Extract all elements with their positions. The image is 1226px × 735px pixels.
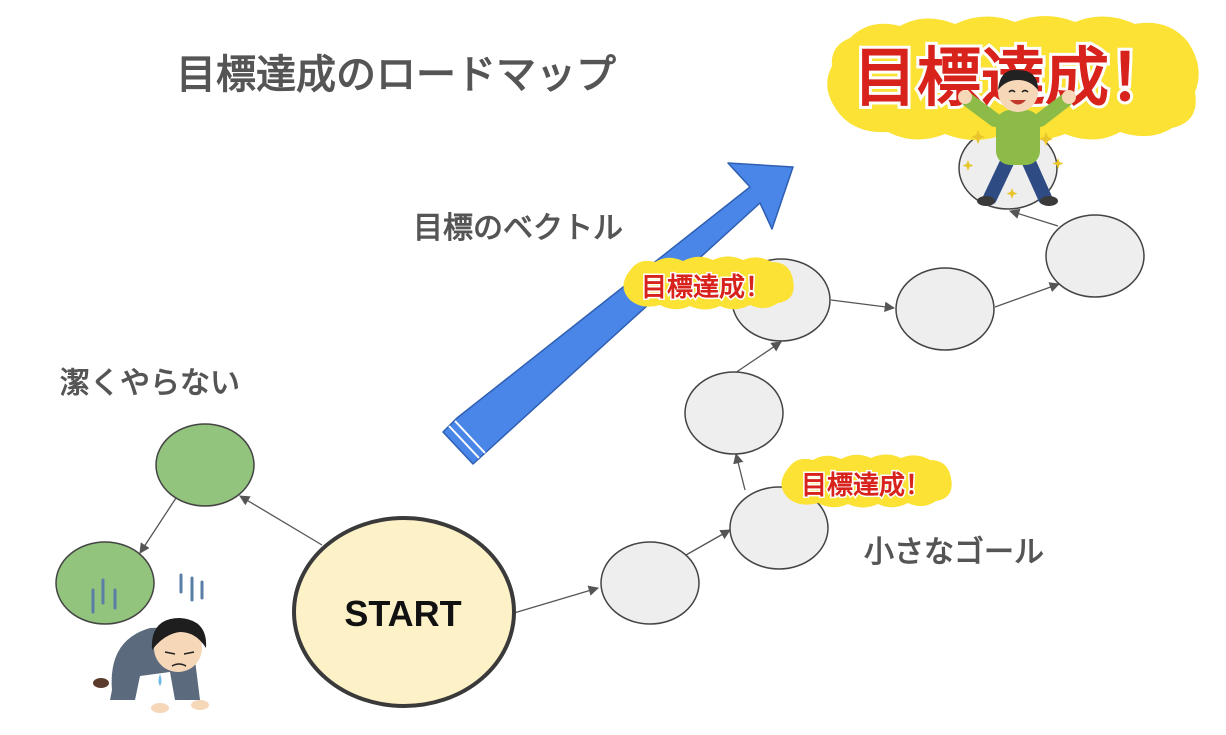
green-node-top	[155, 423, 255, 507]
arrow-green-top-to-green-bottom	[139, 497, 177, 554]
arrow-start-to-node-1	[513, 585, 599, 614]
page-title: 目標達成のロードマップ	[176, 52, 616, 98]
gloom-lines-icon	[91, 573, 204, 614]
goal-node-1	[600, 541, 700, 625]
goal-vector-arrow	[442, 162, 794, 465]
celebrating-person-illustration	[958, 69, 1076, 206]
goal-node-3	[684, 371, 784, 455]
sloppy-label: 潔くやらない	[60, 366, 240, 401]
arrow-start-to-green-top	[239, 495, 323, 546]
arrow-node-2-to-node-3	[733, 452, 746, 491]
arrow-node-6-to-goal-node	[1009, 208, 1059, 227]
goal-node-5	[895, 267, 995, 351]
start-label: START	[344, 593, 461, 634]
start-node: START	[292, 516, 516, 708]
sparkle-icon	[962, 130, 1064, 199]
arrow-node-5-to-node-6	[994, 282, 1060, 308]
arrow-node-3-to-node-4	[734, 341, 782, 374]
arrow-node-4-to-node-5	[830, 299, 896, 312]
goal-achieved-badge-lower-text: 目標達成！	[801, 471, 931, 501]
green-node-bottom	[55, 541, 155, 625]
goal-achieved-badge-lower: 目標達成！	[781, 454, 952, 508]
goal-node-2	[729, 486, 829, 570]
goal-node-6	[1045, 214, 1145, 298]
goal-vector-label: 目標のベクトル	[413, 211, 623, 246]
discouraged-person-illustration	[91, 573, 209, 713]
goal-achieved-badge-upper-text: 目標達成！	[641, 273, 771, 303]
small-goal-label: 小さなゴール	[864, 535, 1044, 570]
goal-achieved-badge-upper: 目標達成！	[623, 256, 794, 310]
arrow-node-1-to-node-2	[685, 529, 731, 556]
connector-arrows	[139, 208, 1060, 614]
